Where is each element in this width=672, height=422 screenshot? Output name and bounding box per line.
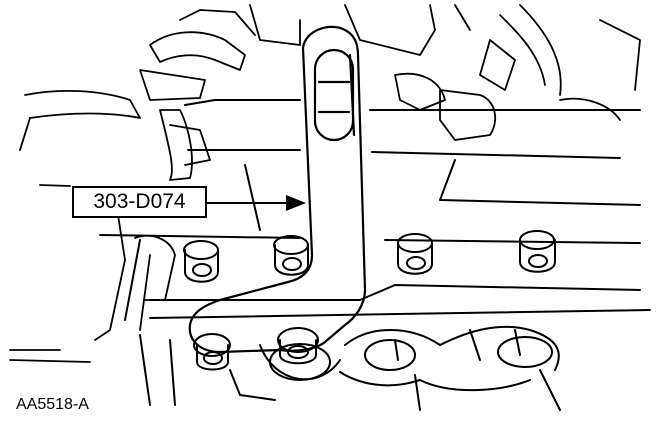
bolt-2	[273, 235, 309, 276]
connector-assembly	[344, 4, 641, 141]
tool-callout-label: 303-D074	[72, 186, 207, 218]
tool-bolts	[193, 327, 331, 381]
manifold-flange	[139, 284, 651, 411]
figure-id: AA5518-A	[16, 396, 89, 413]
bolt-1	[183, 240, 219, 283]
tool-bolt-right	[269, 327, 331, 381]
valve-cover	[99, 99, 641, 321]
special-tool	[188, 25, 367, 354]
callout-leader	[206, 195, 306, 211]
cover-bolts	[183, 230, 556, 283]
bolt-4	[519, 230, 556, 273]
wiring-harness	[9, 4, 301, 363]
bolt-3	[397, 233, 433, 275]
tool-bolt-left	[193, 333, 231, 371]
